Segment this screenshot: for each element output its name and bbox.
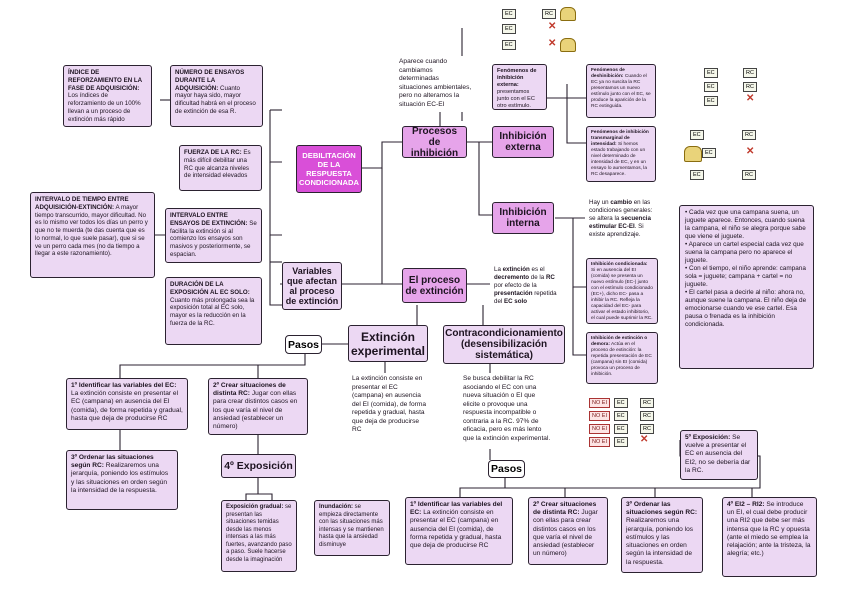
ec-tag: EC — [704, 68, 718, 78]
cross-icon: ✕ — [746, 146, 754, 157]
header-proceso-extincion: El proceso de extinción — [402, 268, 467, 303]
ec-tag: EC — [502, 24, 516, 34]
ec-tag: EC — [502, 40, 516, 50]
ec-tag: EC — [614, 424, 628, 434]
no-ei-tag: NO EI — [589, 398, 610, 408]
node-paso2-left: 2º Crear situaciones de distinta RC: Jug… — [208, 378, 308, 435]
rc-tag: RC — [742, 170, 756, 180]
header-variables: Variables que afectan al proceso de exti… — [282, 262, 342, 310]
ec-tag: EC — [614, 437, 628, 447]
extincion-experimental-text: La extinción consiste en presentar el EC… — [348, 373, 432, 435]
no-ei-tag: NO EI — [589, 411, 610, 421]
node-paso1-left: 1º Identificar las variables del EC: La … — [66, 378, 188, 430]
ec-tag: EC — [690, 170, 704, 180]
header-procesos-inhibicion: Procesos de inhibición — [402, 126, 467, 158]
node-deshinibicion: Fenómenos de deshinibición: Cuando el EC… — [586, 64, 656, 118]
node-numero-ensayos: NÚMERO DE ENSAYOS DURANTE LA ADQUISICIÓN… — [170, 65, 263, 127]
node-intervalo-ensayos: INTERVALO ENTRE ENSAYOS DE EXTINCIÓN: Se… — [165, 208, 262, 263]
pasos-left: Pasos — [285, 335, 322, 354]
ec-tag: EC — [690, 130, 704, 140]
node-paso2-right: 2º Crear situaciones de distinta RC: Jug… — [528, 497, 608, 565]
ec-tag: EC — [702, 148, 716, 158]
ec-tag: EC — [704, 96, 718, 106]
rc-tag: RC — [743, 68, 757, 78]
node-inhibicion-demora: Inhibición de extinción o demora: Actúa … — [586, 332, 658, 384]
contracondicionamiento-text: Se busca debilitar la RC asociando el EC… — [459, 373, 555, 449]
node-inhibicion-condicionada: Inhibición condicionada: Si en ausencia … — [586, 258, 658, 324]
node-paso3-right: 3º Ordenar las situaciones según RC: Rea… — [621, 497, 703, 573]
header-extincion-experimental: Extinción experimental — [348, 325, 428, 362]
node-paso3-left: 3º Ordenar las situaciones según RC: Rea… — [66, 450, 178, 510]
no-ei-tag: NO EI — [589, 424, 610, 434]
header-inhibicion-externa: Inhibición externa — [492, 126, 554, 158]
extincion-definition: La extinción es el decremento de la RC p… — [490, 264, 562, 308]
bullet-item: • Con el tiempo, el niño aprende: campan… — [685, 265, 808, 289]
node-intervalo-adquisicion: INTERVALO DE TIEMPO ENTRE ADQUISICIÓN-EX… — [30, 192, 155, 278]
rc-tag: RC — [542, 9, 556, 19]
cross-icon: ✕ — [548, 21, 556, 32]
node-exposicion-gradual: Exposición gradual: se presentan las sit… — [221, 500, 297, 572]
header-cuarto-exposicion: 4º Exposición — [221, 454, 296, 478]
ec-tag: EC — [614, 398, 628, 408]
node-paso1-right: 1º Identificar las variables del EC: La … — [405, 497, 513, 565]
cross-icon: ✕ — [640, 434, 648, 445]
rc-tag: RC — [742, 130, 756, 140]
node-paso4-right: 4º EI2 – RI2: Se introduce un EI, el cua… — [722, 497, 817, 577]
node-fuerza-rc: FUERZA DE LA RC: Es más difícil debilita… — [179, 145, 262, 191]
node-duracion-exposicion: DURACIÓN DE LA EXPOSICIÓN AL EC SOLO: Cu… — [165, 277, 262, 345]
pasos-right: Pasos — [488, 460, 525, 478]
bullet-item: • Aparece un cartel especial cada vez qu… — [685, 241, 808, 265]
rc-tag: RC — [743, 82, 757, 92]
header-contracondicionamiento: Contracondicionamiento (desensibilizació… — [443, 325, 565, 364]
rc-tag: RC — [640, 424, 654, 434]
bullet-item: • El cartel pasa a decirle al niño: ahor… — [685, 289, 808, 329]
node-ejemplo-bullets: • Cada vez que una campana suena, un jug… — [679, 205, 814, 369]
center-title: DEBILITACIÓN DE LA RESPUESTA CONDICIONAD… — [296, 145, 362, 193]
node-indice-reforzamiento: ÍNDICE DE REFORZAMIENTO EN LA FASE DE AD… — [63, 65, 152, 127]
top-description: Aparece cuando cambiamos determinadas si… — [395, 56, 477, 112]
header-inhibicion-interna: Inhibición interna — [492, 202, 554, 234]
cross-icon: ✕ — [746, 93, 754, 104]
bell-large-icon — [684, 146, 702, 162]
bell-icon — [560, 7, 576, 21]
ec-tag: EC — [502, 9, 516, 19]
node-fenomenos-externa: Fenómenos de inhibición externa: present… — [492, 64, 547, 110]
node-paso5-right: 5º Exposición: Se vuelve a presentar el … — [680, 430, 758, 480]
ec-tag: EC — [704, 82, 718, 92]
interna-description: Hay un cambio en las condiciones general… — [585, 197, 662, 245]
cross-icon: ✕ — [548, 38, 556, 49]
node-inundacion: Inundación: se empieza directamente con … — [314, 500, 390, 556]
rc-tag: RC — [640, 411, 654, 421]
bell-icon — [560, 38, 576, 52]
ec-tag: EC — [614, 411, 628, 421]
no-ei-tag: NO EI — [589, 437, 610, 447]
node-transmarginal: Fenómenos de inhibición transmarginal de… — [586, 126, 656, 182]
rc-tag: RC — [640, 398, 654, 408]
bullet-item: • Cada vez que una campana suena, un jug… — [685, 209, 808, 241]
